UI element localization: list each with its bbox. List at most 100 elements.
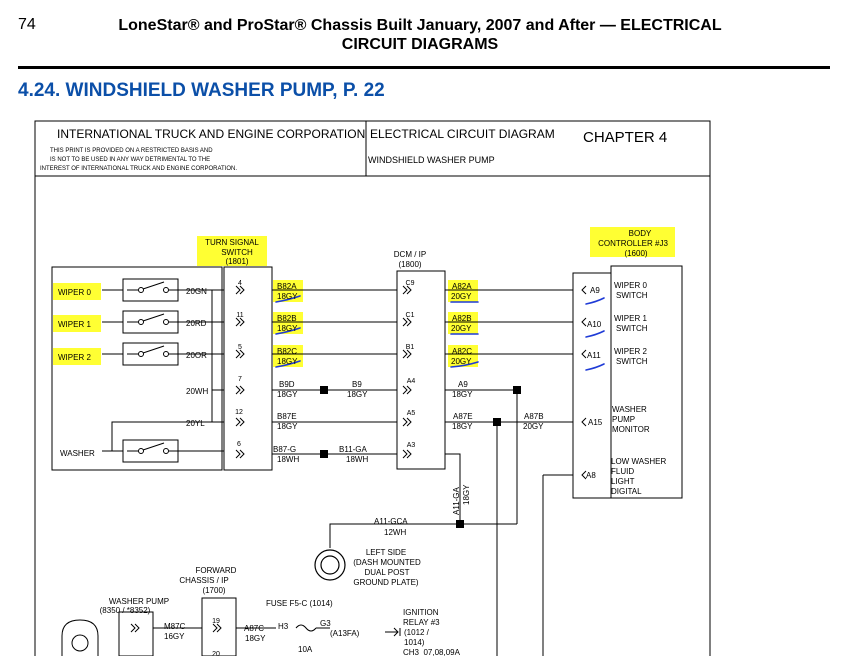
mid-circuit-row6: B11-GA bbox=[339, 445, 368, 454]
out-gauge-row1: 20GY bbox=[451, 292, 472, 301]
forward-chassis-connector bbox=[201, 597, 237, 656]
fuse-g-pin: G3 bbox=[320, 619, 331, 628]
highlight-a82b bbox=[448, 312, 478, 334]
ground-label-4: GROUND PLATE) bbox=[353, 578, 419, 587]
chapter-label: CHAPTER 4 bbox=[583, 129, 667, 146]
underline-bc-a11 bbox=[585, 363, 605, 371]
relay-arrow bbox=[385, 627, 401, 637]
bc-label-washer-2: PUMP bbox=[612, 415, 635, 424]
bc-a8-label-1: LOW WASHER bbox=[611, 457, 666, 466]
bc-pin-a9: A9 bbox=[590, 286, 600, 295]
circuit-row1: B82A bbox=[277, 282, 297, 291]
fuse-symbol bbox=[295, 624, 317, 632]
highlight-b82a bbox=[273, 280, 303, 302]
gauge-row2: 18GY bbox=[277, 324, 298, 333]
out-gauge-row5: 18GY bbox=[452, 422, 473, 431]
bc-pin-a10: A10 bbox=[587, 320, 602, 329]
circuit-row5: B87E bbox=[277, 412, 297, 421]
left-wire-row1: 20GN bbox=[186, 287, 207, 296]
wiper1-label: WIPER 1 bbox=[58, 320, 91, 329]
gauge-row5: 18GY bbox=[277, 422, 298, 431]
forward-chassis-label-3: (1700) bbox=[202, 586, 225, 595]
out-gauge-row2: 20GY bbox=[451, 324, 472, 333]
dcm-pin-row1: C9 bbox=[406, 280, 415, 287]
ts-pin-row3: 5 bbox=[238, 344, 242, 351]
mid-gauge-row6: 18WH bbox=[346, 455, 368, 464]
fuse-label: FUSE F5-C (1014) bbox=[266, 599, 333, 608]
bc-label-row3-2: SWITCH bbox=[616, 357, 648, 366]
relay-label-4: 1014) bbox=[404, 638, 425, 647]
washer-pump-label-1: WASHER PUMP bbox=[109, 597, 169, 606]
wiper0-switch bbox=[102, 278, 224, 302]
ts-pin-row4: 7 bbox=[238, 376, 242, 383]
circuit-row6: B87-G bbox=[273, 445, 296, 454]
left-wire-row2: 20RD bbox=[186, 319, 207, 328]
out-circuit-row4: A9 bbox=[458, 380, 468, 389]
dcm-pin-row2: C1 bbox=[406, 312, 415, 319]
out-circuit-row3: A82C bbox=[452, 347, 472, 356]
branch-circuit-row5: A87B bbox=[524, 412, 544, 421]
notice-line-2: IS NOT TO BE USED IN ANY WAY DETRIMENTAL… bbox=[50, 157, 210, 163]
ground-symbol bbox=[314, 549, 346, 581]
ground-label-3: DUAL POST bbox=[364, 568, 409, 577]
fuse-gauge: 18GY bbox=[245, 634, 266, 643]
bc-label-row2-2: SWITCH bbox=[616, 324, 648, 333]
out-gauge-row3: 20GY bbox=[451, 357, 472, 366]
underline-b82a bbox=[275, 295, 301, 303]
highlight-wiper0 bbox=[53, 283, 101, 300]
wiper1-switch bbox=[102, 310, 224, 334]
dcm-pin-row4: A4 bbox=[407, 378, 416, 385]
washer-bus bbox=[111, 421, 212, 451]
relay-label-2: RELAY #3 bbox=[403, 618, 440, 627]
highlight-b82c bbox=[273, 345, 303, 367]
ts-chevron-19 bbox=[212, 623, 222, 633]
body-controller-box bbox=[610, 265, 683, 499]
dcm-label-1: DCM / IP bbox=[394, 250, 426, 259]
company-name: INTERNATIONAL TRUCK AND ENGINE CORPORATI… bbox=[57, 127, 365, 141]
circuit-row4: B9D bbox=[279, 380, 295, 389]
left-wire-row5: 20YL bbox=[186, 419, 205, 428]
bc-pin-a8: A8 bbox=[586, 471, 596, 480]
dcm-pin-row6: A3 bbox=[407, 442, 416, 449]
washer-switch bbox=[102, 439, 224, 463]
wiper0-label: WIPER 0 bbox=[58, 288, 91, 297]
highlight-a82a bbox=[448, 280, 478, 302]
document-title-line-1: LoneStar® and ProStar® Chassis Built Jan… bbox=[118, 17, 722, 34]
turn-signal-label-1: TURN SIGNAL bbox=[205, 238, 259, 247]
diagram-type: ELECTRICAL CIRCUIT DIAGRAM bbox=[370, 127, 555, 141]
wp-chevron bbox=[130, 623, 140, 633]
ts-pin-row6: 6 bbox=[237, 441, 241, 448]
bc-a8-label-3: LIGHT bbox=[611, 477, 635, 486]
washer-pump-motor bbox=[61, 619, 99, 656]
highlight-b82b bbox=[273, 312, 303, 334]
out-circuit-row2: A82B bbox=[452, 314, 472, 323]
body-controller-label-3: (1600) bbox=[624, 249, 647, 258]
highlight-a82c bbox=[448, 345, 478, 367]
left-wire-row3: 20OR bbox=[186, 351, 207, 360]
highlight-wiper2 bbox=[53, 348, 101, 365]
ground-vert-circuit: A11-GA bbox=[452, 486, 461, 515]
bc-a8-label-2: FLUID bbox=[611, 467, 634, 476]
ts-pin-row2: 11 bbox=[236, 312, 243, 319]
bc-label-row1-2: SWITCH bbox=[616, 291, 648, 300]
splice-b11 bbox=[320, 450, 328, 458]
washer-label: WASHER bbox=[60, 449, 95, 458]
bc-label-row1-1: WIPER 0 bbox=[614, 281, 647, 290]
out-circuit-row1: A82A bbox=[452, 282, 472, 291]
titleblock-frame bbox=[34, 120, 711, 656]
bc-pin-a15: A15 bbox=[588, 418, 603, 427]
ground-gauge: 12WH bbox=[384, 528, 406, 537]
ground-vert-gauge: 18GY bbox=[462, 484, 471, 505]
underline-b82c bbox=[275, 360, 301, 368]
highlight-turn-signal bbox=[197, 236, 267, 266]
ground-circuit: A11-GCA bbox=[374, 517, 408, 526]
turn-signal-label-2: SWITCH bbox=[221, 248, 253, 257]
page-number: 74 bbox=[18, 16, 36, 33]
header-rule bbox=[18, 66, 830, 69]
body-controller-connector bbox=[572, 272, 612, 499]
underline-bc-a9 bbox=[585, 297, 605, 305]
bc-label-washer-3: MONITOR bbox=[612, 425, 650, 434]
document-title: LoneStar® and ProStar® Chassis Built Jan… bbox=[100, 16, 740, 54]
ts-pin-row1: 4 bbox=[238, 280, 242, 287]
